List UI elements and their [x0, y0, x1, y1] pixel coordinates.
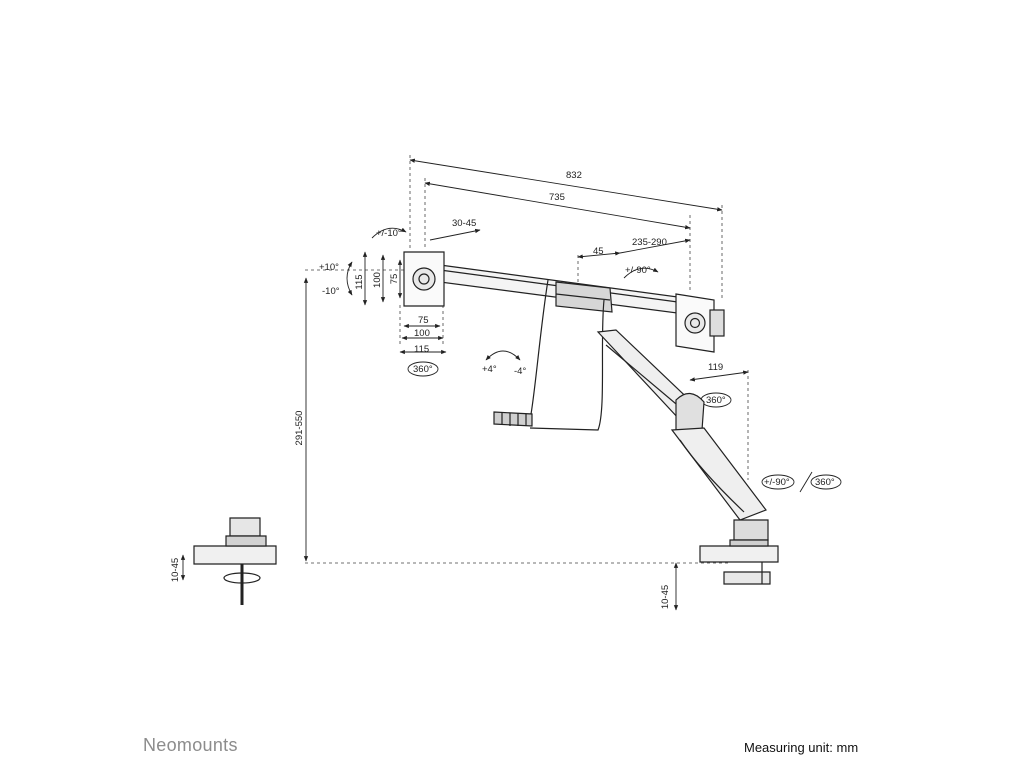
offset-119-label: 119: [708, 362, 723, 373]
tilt-bar-down-label: -4°: [514, 366, 526, 377]
center-width-label: 735: [549, 192, 565, 203]
desk-left-label: 10-45: [170, 558, 181, 582]
vesa-75-vertical-label: 75: [389, 274, 400, 285]
vesa-115-vertical-label: 115: [354, 274, 365, 289]
vesa-100-horizontal-label: 100: [414, 328, 430, 339]
desk-right-label: 10-45: [660, 585, 671, 609]
height-range-label: 291-550: [294, 411, 305, 446]
arm-reach-label: 235-290: [632, 237, 667, 248]
tilt-bar-up-label: +4°: [482, 364, 497, 375]
overall-width-label: 832: [566, 170, 582, 181]
measuring-unit-note: Measuring unit: mm: [744, 740, 859, 755]
side-tilt-label: +/-10°: [376, 228, 402, 239]
depth-label: 30-45: [452, 218, 476, 229]
rotate-left-label: 360°: [413, 364, 433, 375]
base-swivel-label: +/-90°: [764, 477, 790, 488]
arm-swivel-label: +/-90°: [625, 265, 651, 276]
monitor-arm-drawing: [193, 251, 779, 605]
brand-logo-text: Neomounts: [143, 735, 238, 755]
rotate-right-label: 360°: [706, 395, 726, 406]
tilt-up-label: +10°: [319, 262, 339, 273]
extension-lines: [305, 155, 749, 564]
vesa-115-horizontal-label: 115: [414, 344, 429, 355]
tilt-down-label: -10°: [322, 286, 340, 297]
arm-45-label: 45: [593, 246, 604, 257]
rotation-arcs: [346, 227, 842, 493]
vesa-75-horizontal-label: 75: [418, 315, 429, 326]
vesa-100-vertical-label: 100: [372, 272, 383, 288]
dimension-lines: [180, 158, 749, 611]
base-rotate-label: 360°: [815, 477, 835, 488]
